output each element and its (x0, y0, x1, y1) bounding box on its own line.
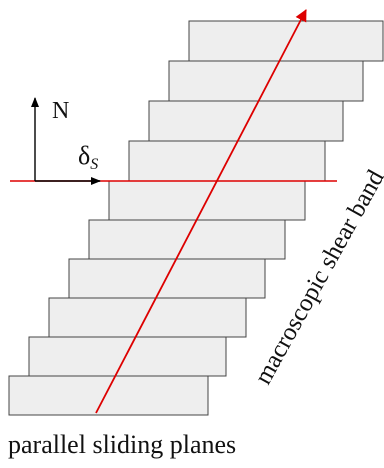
sliding-block-1 (188, 20, 384, 62)
caption: parallel sliding planes (8, 430, 237, 459)
slip-label-sub: S (90, 156, 98, 173)
slip-label-main: δ (78, 141, 90, 170)
sliding-block-2 (168, 60, 364, 102)
shear-band-arrow (95, 9, 307, 414)
shear-band-diagram: N δS macroscopic shear band (8, 9, 384, 416)
sliding-block-8 (48, 297, 247, 338)
sliding-blocks (8, 20, 384, 416)
sliding-block-10 (8, 375, 209, 416)
sliding-block-3 (148, 100, 344, 142)
slip-label: δS (78, 141, 98, 173)
normal-label: N (52, 98, 69, 124)
sliding-block-9 (28, 336, 227, 377)
